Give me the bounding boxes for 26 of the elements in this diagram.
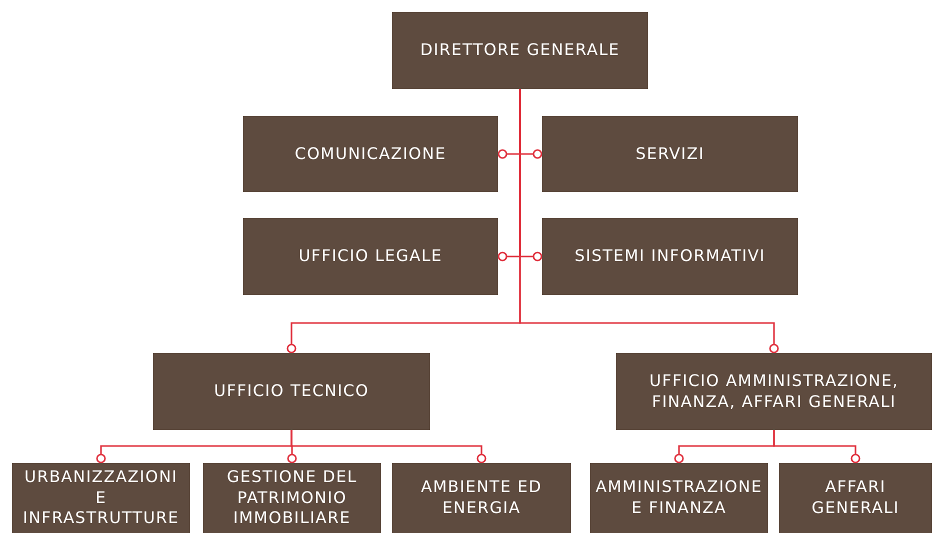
unit-name: SERVIZI [636,144,704,164]
unit-name: UFFICIO LEGALE [298,246,442,267]
unit-name: URBANIZZAZIONI E INFRASTRUTTURE [22,466,180,530]
unit-name: AMMINISTRAZIONE E FINANZA [596,477,762,519]
connector-line [773,430,860,464]
connector-line [290,430,486,464]
unit-name: DIRETTORE GENERALE [420,40,620,61]
org-box [779,463,932,533]
unit-name: COMUNICAZIONE [294,144,446,164]
org-box [243,116,498,192]
unit-name: AFFARI GENERALI [810,477,900,519]
org-box [203,463,381,533]
org-box [153,353,430,430]
org-box [542,116,798,192]
unit-name: GESTIONE DEL PATRIMONIO IMMOBILIARE [226,466,358,530]
unit-name: SISTEMI INFORMATIVI [574,246,766,267]
org-box [542,218,798,295]
org-box [392,463,571,533]
org-box [590,463,768,533]
org-box [12,463,190,533]
unit-name: AMBIENTE ED ENERGIA [420,477,543,519]
unit-name: UFFICIO TECNICO [214,381,369,402]
unit-name: UFFICIO AMMINISTRAZIONE, FINANZA, AFFARI GENERALI [648,370,900,412]
org-box [392,12,648,89]
org-box [616,353,932,430]
org-box [243,218,498,295]
